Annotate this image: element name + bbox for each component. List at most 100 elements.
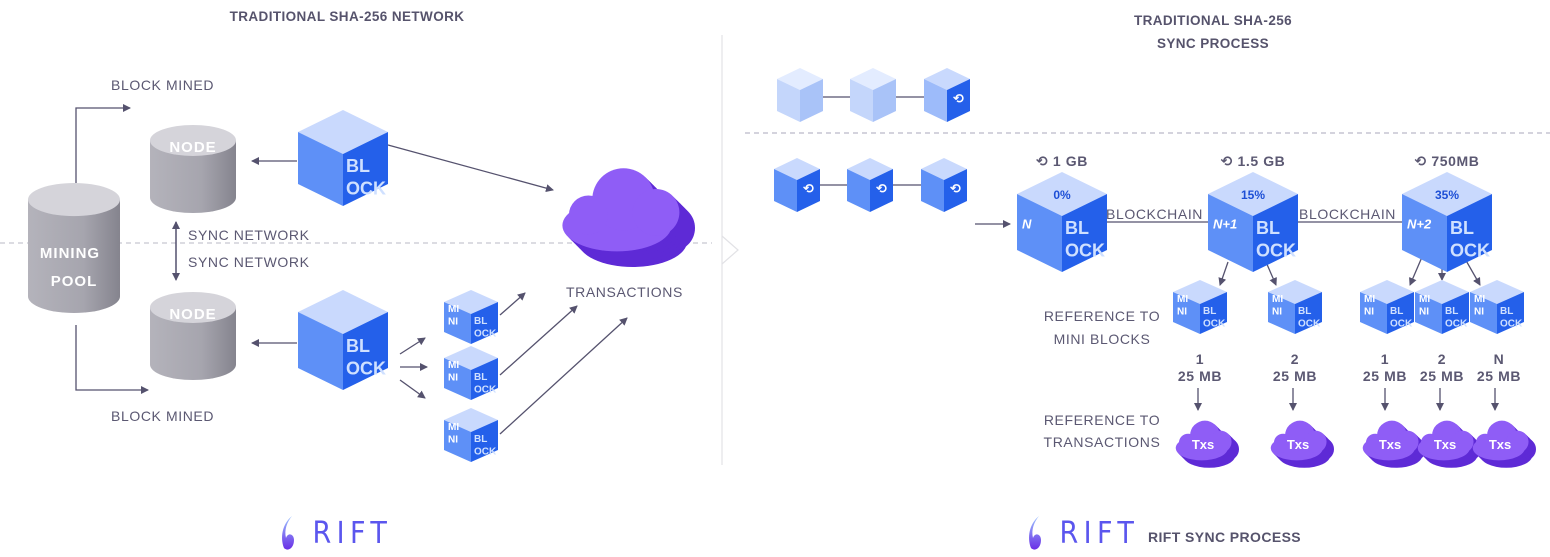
block-mined-bottom-label: BLOCK MINED: [111, 408, 215, 424]
left-title: TRADITIONAL SHA-256 NETWORK: [229, 9, 465, 24]
cylinder-top: [150, 292, 236, 323]
cube-left-face: [298, 132, 343, 206]
cube-left-face: [1017, 194, 1062, 272]
cube-left-face: [777, 79, 800, 122]
cloud-part: [632, 189, 680, 236]
arrow: [499, 317, 628, 435]
sync-cube-pale: [850, 68, 896, 122]
block-percent: 15%: [1241, 188, 1265, 202]
block-size-value: 1.5 GB: [1237, 153, 1286, 169]
mini-text: MI: [1419, 294, 1430, 305]
mini-block-number: 1: [1380, 351, 1390, 367]
cloud-front: [1175, 420, 1232, 461]
cube-right-face: [1253, 194, 1298, 272]
cloud-part: [1506, 430, 1529, 453]
arrow: [399, 337, 426, 355]
arrow: [387, 144, 554, 193]
block-size-value: 750MB: [1431, 153, 1480, 169]
block-index: N+2: [1407, 217, 1432, 232]
cloud: Txs: [1417, 420, 1481, 468]
cube-right-face: [1062, 194, 1107, 272]
block-text: OCK: [474, 385, 497, 396]
sync-icon: ⟲: [1036, 153, 1049, 169]
txs-label: Txs: [1287, 437, 1309, 452]
cloud-part: [1365, 433, 1385, 453]
mini-text: NI: [1272, 307, 1282, 318]
cloud-part: [1420, 433, 1440, 453]
cube-left-face: [1402, 194, 1447, 272]
cube-left-face: [1415, 292, 1442, 334]
block-text: OCK: [1256, 241, 1296, 261]
arrow: [75, 104, 131, 183]
block-text: BL: [1256, 218, 1280, 238]
mini-block-size: 25 MB: [1177, 368, 1223, 384]
txs-label: Txs: [1489, 437, 1511, 452]
block-cube: BLOCK: [298, 290, 388, 390]
sync-icon: ⟲: [1220, 153, 1233, 169]
transactions-label: TRANSACTIONS: [566, 284, 683, 300]
sync-cube: ⟲: [921, 158, 967, 212]
block-index: N: [1022, 217, 1032, 232]
block-size-value: 1 GB: [1052, 153, 1088, 169]
divider-chevron: [721, 235, 739, 265]
mini-block-size: 25 MB: [1419, 368, 1465, 384]
blockchain-label-2: BLOCKCHAIN: [1299, 206, 1397, 222]
mini-text: NI: [1364, 307, 1374, 318]
ref-tx-line1: REFERENCE TO: [1043, 412, 1161, 428]
cube-left-face: [1173, 292, 1200, 334]
cube-left-face: [847, 169, 870, 212]
cloud: Txs: [1175, 420, 1239, 468]
mini-text: NI: [448, 373, 458, 384]
mini-text: NI: [1474, 307, 1484, 318]
cube-left-face: [1360, 292, 1387, 334]
cloud-part: [1475, 433, 1495, 453]
rift-logo-left: RIFT: [278, 514, 397, 552]
arrow: [399, 379, 426, 399]
ref-tx-line2: TRANSACTIONS: [1043, 434, 1161, 450]
cube-right-face: [1200, 292, 1227, 334]
txs-label: Txs: [1192, 437, 1214, 452]
cloud-part: [1304, 430, 1327, 453]
block-text: OCK: [346, 359, 386, 379]
block-text: OCK: [474, 329, 497, 340]
txs-label: Txs: [1379, 437, 1401, 452]
mini-text: NI: [1419, 307, 1429, 318]
block-cube: BLOCK: [298, 110, 388, 206]
mini-block-size: 25 MB: [1272, 368, 1318, 384]
cylinder-top: [28, 183, 120, 217]
ref-mini-line1: REFERENCE TO: [1043, 308, 1161, 324]
block-text: BL: [1390, 306, 1403, 317]
cloud: Txs: [1270, 420, 1334, 468]
cube-right-face: [1442, 292, 1469, 334]
arrow: [1218, 261, 1229, 286]
block-text: BL: [474, 316, 487, 327]
block-text: OCK: [1445, 319, 1468, 330]
block-percent: 0%: [1053, 188, 1071, 202]
sync-network-label-1: SYNC NETWORK: [188, 227, 310, 243]
right-title-line2: SYNC PROCESS: [1156, 36, 1270, 51]
mini-text: NI: [1177, 307, 1187, 318]
cube-left-face: [444, 358, 471, 400]
block-percent: 35%: [1435, 188, 1459, 202]
cube-right-face: [471, 302, 498, 344]
mining-pool-label-2: POOL: [50, 273, 98, 290]
cloud-front: [1362, 420, 1419, 461]
rift-logo-icon: [282, 516, 294, 550]
mini-text: NI: [448, 317, 458, 328]
cube-left-face: [774, 169, 797, 212]
block-text: BL: [474, 434, 487, 445]
block-mined-top-label: BLOCK MINED: [111, 77, 215, 93]
cube-right-face: [944, 169, 967, 212]
cloud: Txs: [1362, 420, 1426, 468]
blockchain-label-1: BLOCKCHAIN: [1106, 206, 1204, 222]
cube-left-face: [1268, 292, 1295, 334]
mini-block-number: 2: [1437, 351, 1447, 367]
block-size-label: ⟲ 750MB: [1415, 153, 1480, 170]
